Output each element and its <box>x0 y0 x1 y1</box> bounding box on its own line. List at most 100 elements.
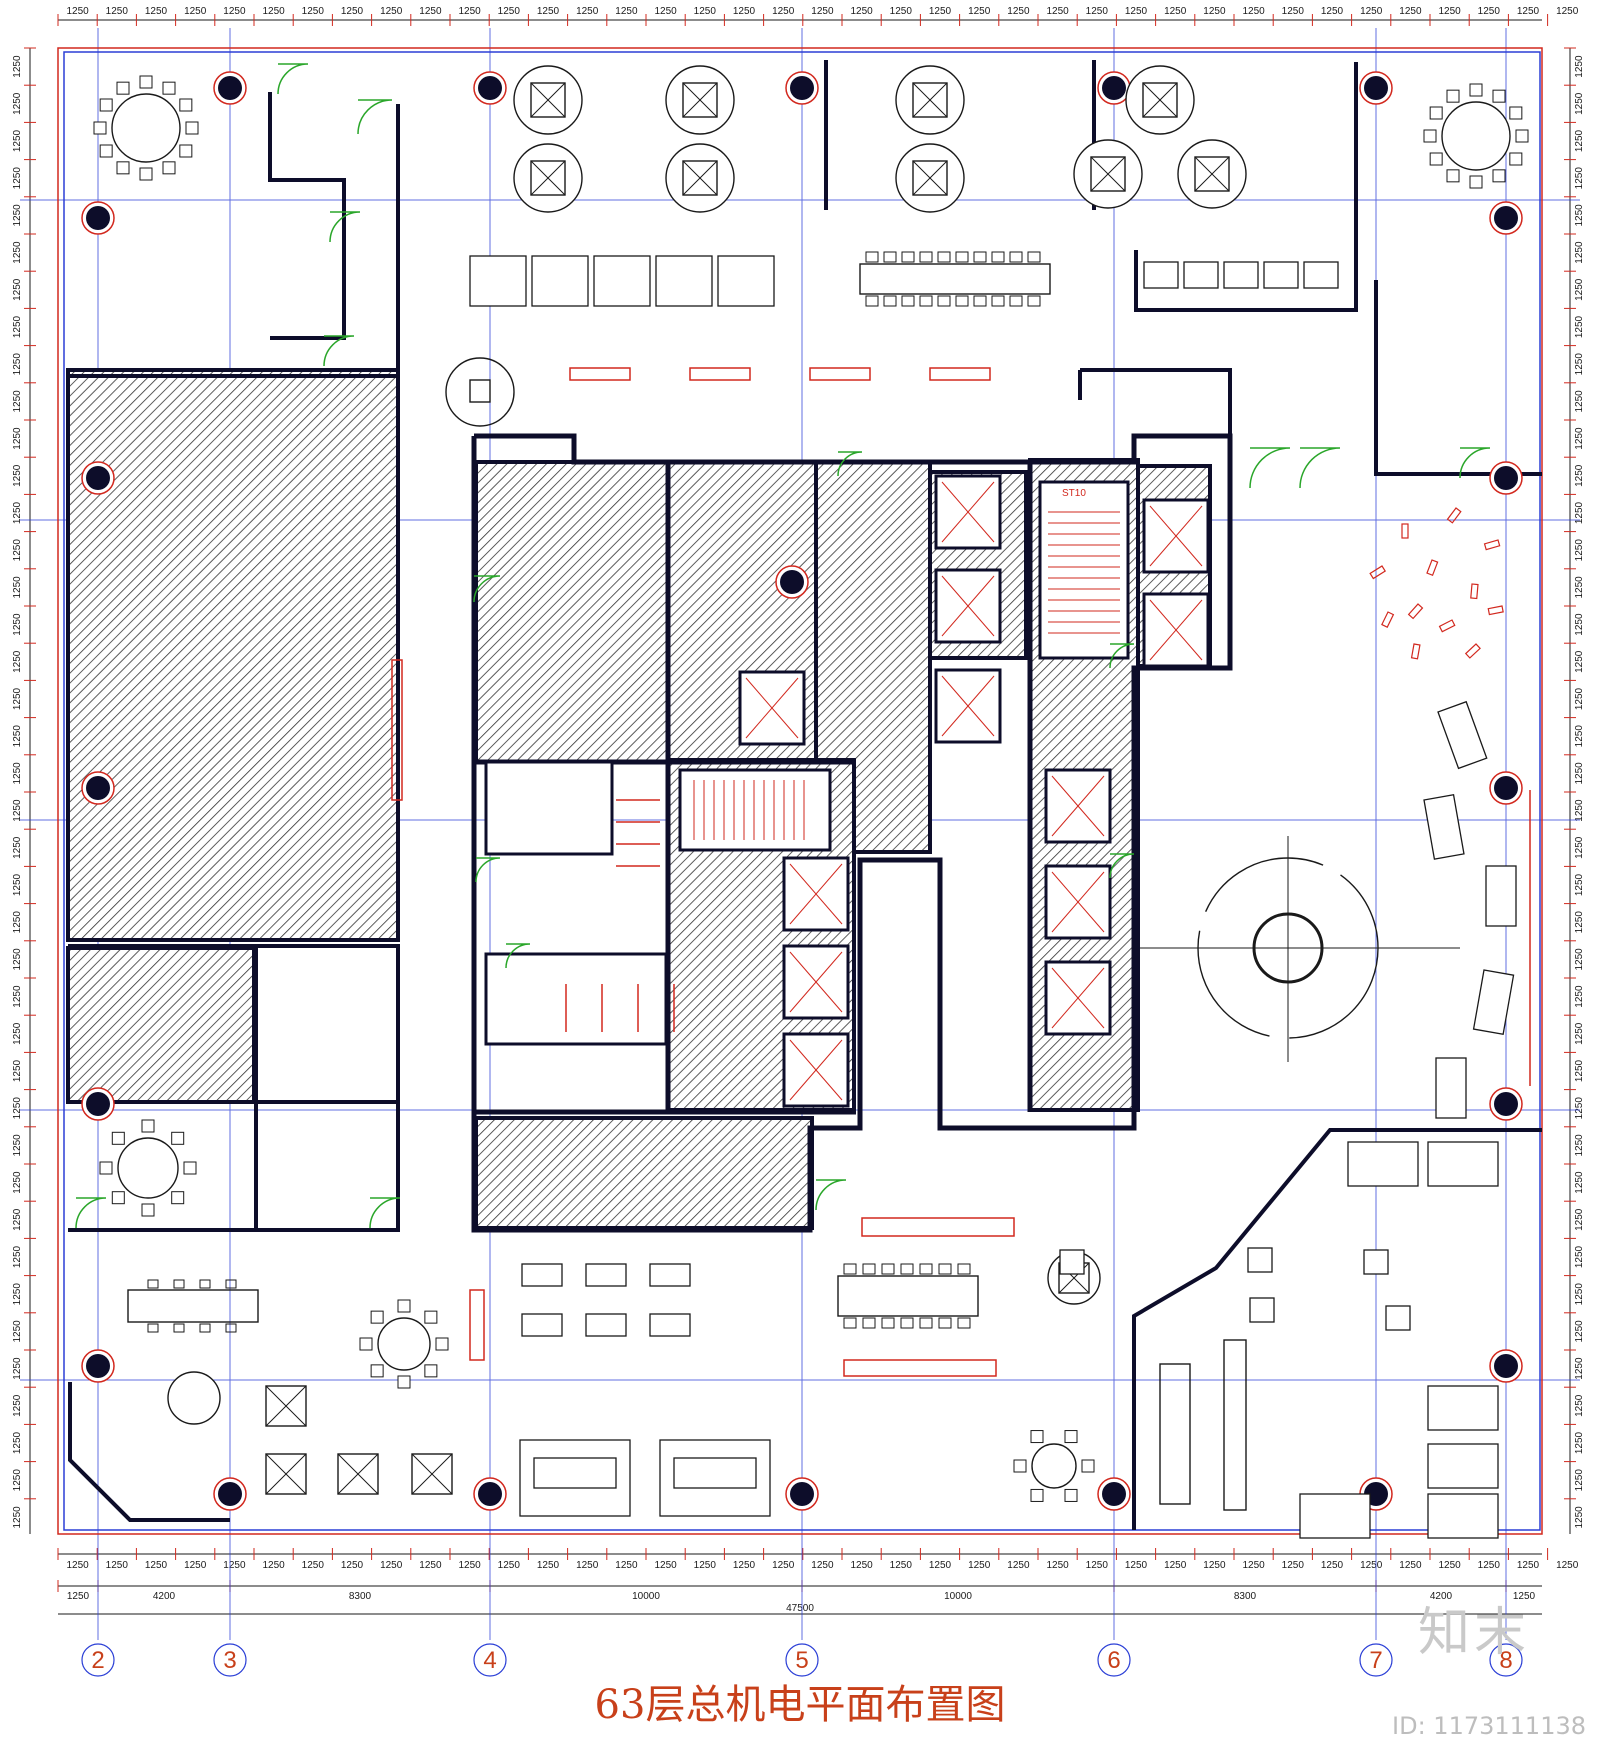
left-dimension-label: 1250 <box>12 1357 23 1380</box>
top-dimension-label: 1250 <box>1046 6 1069 17</box>
door-swing <box>815 1179 847 1211</box>
column <box>1494 206 1518 230</box>
top-dimension-label: 1250 <box>1321 6 1344 17</box>
grid-axis-label: 2 <box>91 1647 104 1674</box>
top-dimension-label: 1250 <box>1164 6 1187 17</box>
square-table-diagonal <box>337 1453 379 1495</box>
left-dimension-label: 1250 <box>12 92 23 115</box>
elevator-cross <box>1149 599 1203 661</box>
overall-dimension-label: 10000 <box>632 1591 660 1602</box>
right-dimension-label: 1250 <box>1574 725 1585 748</box>
chair <box>370 1364 384 1378</box>
conference-chair <box>901 295 915 307</box>
chair <box>1492 169 1506 183</box>
coffee-table <box>673 1457 757 1489</box>
red-bench <box>929 367 991 381</box>
right-dimension-label: 1250 <box>1574 241 1585 264</box>
right-dimension-label: 1250 <box>1574 650 1585 673</box>
left-lower-service-zone <box>66 946 256 1104</box>
bottom-dimension-label: 1250 <box>262 1560 285 1571</box>
left-dimension-label: 1250 <box>12 762 23 785</box>
lounge-sofa <box>1303 261 1339 289</box>
west-service-core <box>268 92 346 340</box>
right-dimension-label: 1250 <box>1574 1506 1585 1529</box>
conference-chair <box>900 1317 914 1329</box>
left-dimension-label: 1250 <box>12 1134 23 1157</box>
right-dimension-label: 1250 <box>1574 799 1585 822</box>
left-dimension-label: 1250 <box>12 241 23 264</box>
armchair <box>1249 1297 1275 1323</box>
lounge-booth <box>1427 1493 1499 1539</box>
square-table-diagonal <box>1194 156 1230 192</box>
drawing-title: 63层总机电平面布置图 <box>594 1682 1006 1728</box>
coffee-table <box>533 1457 617 1489</box>
conference-chair <box>1027 295 1041 307</box>
grid-axis-bubble <box>81 1643 115 1677</box>
grid-axis-label: 4 <box>483 1647 496 1674</box>
lounge-sofa <box>1223 261 1259 289</box>
overall-dimension-label: 4200 <box>1430 1591 1453 1602</box>
conference-chair <box>991 251 1005 263</box>
left-dimension-string: 1250 1250 1250 1250 1250 1250 1250 1250 1250 1250… <box>12 47 36 1534</box>
chair <box>141 1119 155 1133</box>
top-dimension-label: 1250 <box>1517 6 1540 17</box>
column <box>86 206 110 230</box>
chair <box>99 1161 113 1175</box>
red-bench-south <box>861 1217 1015 1237</box>
bottom-dimension-label: 1250 <box>1242 1560 1265 1571</box>
top-dimension-label: 1250 <box>458 6 481 17</box>
right-dimension-label: 1250 <box>1574 836 1585 859</box>
elevator-cross <box>745 677 799 739</box>
left-dimension-label: 1250 <box>12 1469 23 1492</box>
red-post <box>469 1289 485 1361</box>
column <box>478 1482 502 1506</box>
bottom-dimension-label: 1250 <box>1007 1560 1030 1571</box>
bottom-dimension-label: 1250 <box>733 1560 756 1571</box>
round-table <box>1031 1443 1077 1489</box>
round-table <box>167 1371 221 1425</box>
chair <box>93 121 107 135</box>
right-dimension-label: 1250 <box>1574 464 1585 487</box>
bar-counter-southeast <box>1159 1363 1191 1505</box>
left-dimension-label: 1250 <box>12 1394 23 1417</box>
door-swings <box>75 63 1491 1229</box>
left-dimension-label: 1250 <box>12 650 23 673</box>
square-table-diagonal <box>530 160 566 196</box>
chair <box>1423 129 1437 143</box>
chair <box>397 1299 411 1313</box>
door-swing <box>473 575 501 603</box>
conference-chair <box>900 1263 914 1275</box>
conference-chair <box>919 1263 933 1275</box>
left-dimension-label: 1250 <box>12 799 23 822</box>
conference-chair <box>919 1317 933 1329</box>
top-dimension-label: 1250 <box>772 6 795 17</box>
booth <box>593 255 651 307</box>
conference-chair <box>919 251 933 263</box>
chair <box>99 144 113 158</box>
square-table-diagonal <box>682 82 718 118</box>
core-outer-wall <box>471 433 1233 1233</box>
landing-circle <box>445 357 515 427</box>
right-dimension-label: 1250 <box>1574 1022 1585 1045</box>
round-table <box>111 93 181 163</box>
top-dimension-label: 1250 <box>419 6 442 17</box>
chair <box>1509 106 1523 120</box>
grid-axis-label: 6 <box>1107 1647 1120 1674</box>
conference-chair <box>955 295 969 307</box>
display-case <box>1472 969 1515 1036</box>
right-dimension-label: 1250 <box>1574 762 1585 785</box>
chair <box>435 1337 449 1351</box>
conference-chair <box>919 295 933 307</box>
left-dimension-label: 1250 <box>12 1431 23 1454</box>
booth <box>531 255 589 307</box>
red-bench-south-lower <box>843 1359 997 1377</box>
bottom-dimension-label: 1250 <box>615 1560 638 1571</box>
column <box>1364 76 1388 100</box>
chair <box>370 1310 384 1324</box>
right-dimension-label: 1250 <box>1574 1097 1585 1120</box>
right-dimension-label: 1250 <box>1574 390 1585 413</box>
left-dimension-label: 1250 <box>12 1171 23 1194</box>
right-dimension-string: 1250 1250 1250 1250 1250 1250 1250 1250 1250 1250… <box>1564 47 1585 1534</box>
right-dimension-label: 1250 <box>1574 1357 1585 1380</box>
bottom-dimension-label: 1250 <box>694 1560 717 1571</box>
